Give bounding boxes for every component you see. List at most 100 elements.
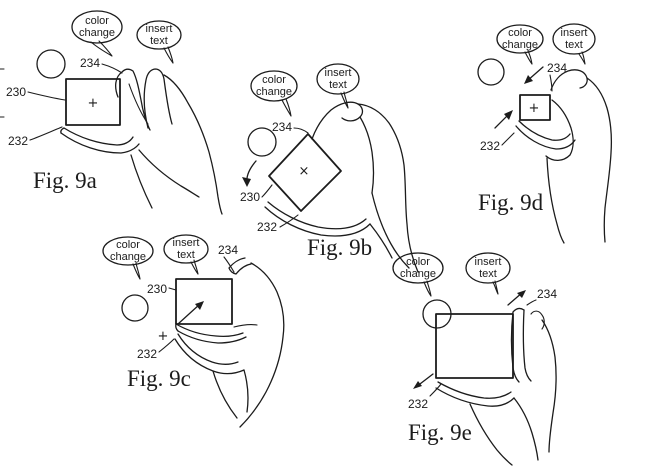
speech-bubble-color-change xyxy=(496,24,544,54)
hand-stroke-palm xyxy=(138,149,200,198)
hand-stroke-palm-edge xyxy=(359,116,375,194)
hand-stroke-wrist xyxy=(371,192,410,269)
ref-label-232: 232 xyxy=(257,220,277,234)
figure-caption: Fig. 9a xyxy=(33,168,97,193)
enlarge-arrowhead-upper xyxy=(517,290,526,298)
hand-stroke-thumb-tip xyxy=(60,127,65,134)
bubble-text-line: text xyxy=(565,39,583,51)
hand-stroke-index-bottom xyxy=(177,330,247,344)
leader-line xyxy=(549,74,553,92)
hand-stroke-middle-finger xyxy=(143,68,173,129)
bubble-text-line: change xyxy=(502,39,538,51)
leader-line xyxy=(429,383,442,397)
hand-stroke-outer-edge xyxy=(541,319,557,453)
hand-stroke-wrist xyxy=(212,370,238,419)
ref-label-230: 230 xyxy=(240,190,260,204)
bubble-text-line: change xyxy=(256,86,292,98)
bubble-text-line: text xyxy=(479,268,497,280)
leader-line xyxy=(293,127,309,134)
bubble-text-line: color xyxy=(85,15,109,27)
bubble-tail xyxy=(132,262,141,280)
hand-stroke-finger xyxy=(233,324,258,328)
bubble-tail xyxy=(90,40,113,57)
bubble-tail xyxy=(524,50,533,65)
hand-stroke-thumb-top xyxy=(437,381,512,399)
hand-stroke-index-top xyxy=(175,323,244,338)
hand-stroke-finger-bump xyxy=(530,310,545,330)
hand-stroke-palm xyxy=(243,369,249,413)
ref-label-232: 232 xyxy=(8,134,28,148)
rotate-arrowhead xyxy=(242,177,251,187)
bubble-text-line: color xyxy=(508,27,532,39)
bubble-tail xyxy=(492,280,499,295)
drag-arrowhead xyxy=(195,301,204,310)
leader-line xyxy=(223,256,235,273)
hand-stroke-thumb-top xyxy=(267,201,367,230)
center-marker: + xyxy=(529,101,540,116)
speech-bubble-color-change xyxy=(71,10,123,44)
speech-bubble-insert-text xyxy=(136,20,182,50)
hand-stroke-thumb-bottom xyxy=(435,387,515,407)
hand-stroke-grip xyxy=(128,83,149,125)
hand-stroke-index-right xyxy=(522,309,532,382)
hand-stroke-index-finger xyxy=(115,68,151,131)
figure-9a: color change insert text + 234 230 232 F… xyxy=(6,10,223,215)
bubble-text-line: insert xyxy=(325,67,352,79)
hand-stroke-index-curl xyxy=(550,69,588,91)
color-swatch-circle xyxy=(36,49,66,79)
bubble-text-line: color xyxy=(116,239,140,251)
hand-stroke-palm xyxy=(513,397,539,461)
figure-9e: color change insert text 234 232 Fig. 9e xyxy=(392,252,557,466)
bubble-text-line: insert xyxy=(475,256,502,268)
corner-marker: + xyxy=(158,329,169,344)
ref-label-234: 234 xyxy=(547,61,567,75)
selection-rectangle-large xyxy=(435,313,514,379)
bubble-text-line: color xyxy=(262,74,286,86)
leader-line xyxy=(29,126,63,141)
ref-label-232: 232 xyxy=(480,139,500,153)
speech-bubble-insert-text xyxy=(316,63,360,95)
hand-stroke-wrist xyxy=(546,157,565,244)
speech-bubble-color-change xyxy=(392,252,444,284)
figure-9c: color change insert text + 234 230 232 xyxy=(102,234,285,428)
bubble-text-line: insert xyxy=(561,27,588,39)
bubble-text-line: insert xyxy=(146,23,173,35)
leader-line xyxy=(501,132,515,146)
scan-artifact xyxy=(0,68,5,118)
hand-stroke-thumb-bottom xyxy=(60,132,140,154)
bubble-tail xyxy=(578,51,586,65)
figure-9b: color change insert text × 234 230 232 F… xyxy=(240,63,419,273)
hand-stroke-index-curl xyxy=(311,101,364,140)
hand-stroke-upper-finger xyxy=(228,257,252,275)
ref-label-234: 234 xyxy=(537,287,557,301)
ref-label-230: 230 xyxy=(6,85,26,99)
hand-stroke-thumb-bottom xyxy=(264,206,371,237)
figure-caption: Fig. 9d xyxy=(478,190,544,215)
hand-stroke-thumb-top xyxy=(63,127,134,146)
leader-line xyxy=(158,338,175,353)
figure-9d: color change insert text + 234 232 Fig. … xyxy=(477,23,613,244)
speech-bubble-insert-text xyxy=(163,234,209,264)
hand-stroke-palm xyxy=(369,223,393,259)
selection-rectangle-rotated xyxy=(268,133,342,212)
selection-rectangle xyxy=(175,278,233,325)
color-swatch-circle xyxy=(247,127,277,157)
selection-rectangle-small xyxy=(519,94,551,121)
hand-stroke-outer-edge xyxy=(239,262,285,428)
bubble-text-line: text xyxy=(150,35,168,47)
hand-stroke-outer-edge xyxy=(586,77,613,243)
ref-label-234: 234 xyxy=(272,120,292,134)
ref-label-234: 234 xyxy=(80,56,100,70)
center-marker: + xyxy=(88,96,99,111)
bubble-tail xyxy=(340,91,349,109)
leader-line xyxy=(261,184,273,198)
selection-rectangle xyxy=(65,78,121,126)
color-swatch-circle xyxy=(477,58,505,86)
figure-caption: Fig. 9e xyxy=(408,420,472,445)
bubble-tail xyxy=(423,280,432,297)
hand-stroke-wrist xyxy=(469,403,513,466)
gesture-hand xyxy=(515,69,613,244)
shrink-arrowhead-lower xyxy=(504,110,513,120)
